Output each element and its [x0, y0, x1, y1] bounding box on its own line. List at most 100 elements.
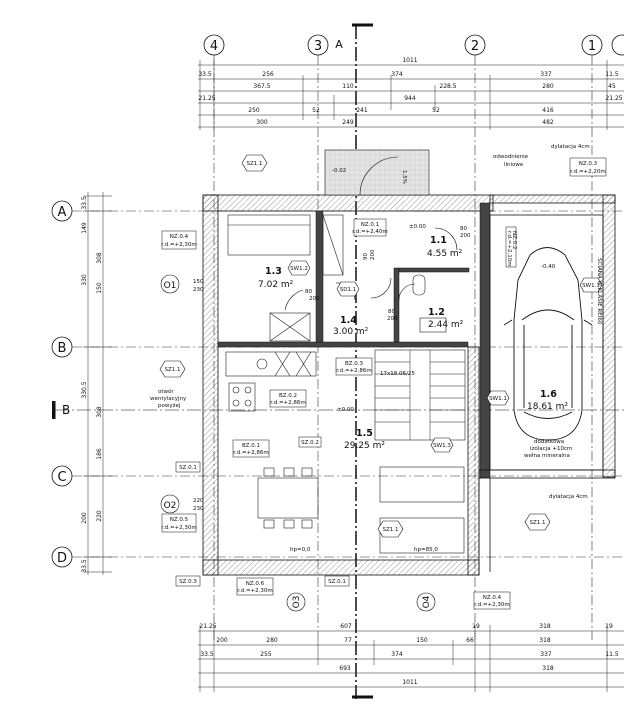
- level-living: ±0.00: [337, 407, 354, 413]
- dim-top-r2-4: 45: [608, 83, 616, 90]
- dim-top-r5-1: 249: [342, 119, 354, 126]
- sz01-label-bottom: SZ.0.1: [328, 579, 346, 585]
- room-1-4-number: 1.4: [340, 315, 357, 326]
- axis-col-4: 4: [210, 39, 218, 54]
- dim-top-r2-0: 367.5: [253, 83, 270, 90]
- room-1-2-area: 2.44 m²: [428, 320, 464, 330]
- dim-top-r3-0: 21.25: [198, 95, 215, 102]
- window-o3-label: O3: [292, 596, 302, 609]
- dim-top-r1-1: 256: [262, 71, 274, 78]
- note-dilatation-top: dylatacja 4cm: [551, 144, 590, 150]
- svg-text:SD1.1: SD1.1: [340, 287, 356, 293]
- section-line-b: B: [52, 401, 624, 419]
- window-o4-label: O4: [422, 595, 432, 608]
- dim-bot-r2-5: 318: [539, 637, 551, 644]
- svg-text:308: 308: [96, 252, 103, 264]
- dim-top-r4-3: 52: [432, 107, 440, 114]
- window-230-label-b: 230: [193, 506, 204, 512]
- exterior-walls: [202, 194, 616, 576]
- nz03-label: NZ.0.3: [579, 161, 598, 167]
- axis-row-d: D: [57, 551, 67, 566]
- svg-text:SZ1.1: SZ1.1: [382, 527, 398, 533]
- dim-top-r4-2: 241: [356, 107, 368, 114]
- furniture: [225, 214, 466, 554]
- door-200-label-b: 200: [309, 296, 320, 302]
- room-1-5-number: 1.5: [356, 428, 373, 439]
- dim-top-r3-1: 944: [404, 95, 416, 102]
- left-dims-outer: 33.5 149 330 330.5 200 33.5: [81, 196, 88, 573]
- axis-col-2: 2: [471, 39, 479, 54]
- level-stoop: -0.02: [332, 168, 346, 174]
- door-90-label: 90: [363, 253, 369, 260]
- window-150-label: 150: [193, 279, 204, 285]
- slope-note: 1,5%: [401, 170, 407, 184]
- dim-bot-r4-1: 318: [542, 665, 554, 672]
- svg-text:150: 150: [96, 282, 103, 294]
- dim-bot-r1-1: 607: [340, 623, 352, 630]
- dim-bot-r2-1: 280: [266, 637, 278, 644]
- dim-bot-r3-4: 11.5: [605, 651, 619, 658]
- note-insulation-1: dodatkowa: [534, 439, 564, 445]
- interior-walls: [217, 202, 491, 479]
- dim-bot-r3-2: 374: [391, 651, 403, 658]
- dim-bot-r3-0: 33.5: [200, 651, 214, 658]
- window-220-label: 220: [193, 498, 204, 504]
- dim-top-r4-1: 52: [312, 107, 320, 114]
- dim-top-r3-2: 21.25: [605, 95, 622, 102]
- svg-text:33.5: 33.5: [81, 196, 88, 210]
- dim-top-r2-3: 280: [542, 83, 554, 90]
- dim-bot-r3-3: 337: [540, 651, 552, 658]
- dim-bot-r2-4: 66: [466, 637, 474, 644]
- door-200-label: 200: [387, 316, 398, 322]
- level-garage: -0.40: [541, 264, 556, 270]
- dim-top-overall: 1011: [402, 57, 417, 64]
- door-80-label: 80: [388, 309, 395, 315]
- svg-text:SW1.1: SW1.1: [489, 396, 507, 402]
- left-dimension-lines: [83, 192, 112, 575]
- note-drain-2: liniowe: [504, 162, 524, 168]
- hex-tag-sw12: SW1.2: [287, 260, 311, 276]
- stair-treads: [375, 350, 465, 440]
- room-1-3-area: 7.02 m²: [258, 280, 294, 290]
- room-1-2-number: 1.2: [428, 307, 445, 318]
- sz03-label: SZ.0.3: [179, 579, 197, 585]
- svg-text:220: 220: [96, 510, 103, 522]
- nz02-sub: r.d.=+2,10m: [506, 231, 512, 267]
- lintel-boxes: [161, 157, 607, 610]
- nz04b-label: NZ.0.4: [483, 595, 502, 601]
- room-1-4-area: 3.00 m²: [333, 327, 369, 337]
- sz02-label: SZ.0.2: [301, 440, 319, 446]
- hp-0-note: hp=0,0: [290, 547, 311, 553]
- dim-top-r5-2: 482: [542, 119, 554, 126]
- dim-top-r4-4: 416: [542, 107, 554, 114]
- room-1-5-area: 29.25 m²: [344, 441, 385, 451]
- dim-bot-r4-0: 693: [339, 665, 351, 672]
- door-200-label-d: 200: [370, 249, 376, 260]
- note-insulation-2: izolacja +10cm: [530, 446, 572, 452]
- dim-bot-r1-4: 19: [605, 623, 613, 630]
- svg-text:308: 308: [96, 406, 103, 418]
- dim-top-r1-3: 337: [540, 71, 552, 78]
- dim-bot-r2-2: 77: [344, 637, 352, 644]
- axis-row-b: B: [58, 341, 67, 356]
- svg-text:SW1.1: SW1.1: [582, 283, 600, 289]
- hex-tag-sz11-left: SZ1.1: [159, 360, 186, 378]
- dim-top-r1-0: 33.5: [198, 71, 212, 78]
- hex-tag-sw13: SW1.3: [430, 437, 454, 453]
- nz02-label: NZ.0.2: [511, 231, 517, 249]
- bottom-dimension-lines: [198, 625, 624, 692]
- bz03-sub: r.d.=+2,86m: [336, 368, 372, 374]
- left-dims-inner: 150 308 308 186 220: [96, 252, 103, 522]
- svg-text:186: 186: [96, 448, 103, 460]
- nz05-label: NZ.0.5: [170, 517, 189, 523]
- nz04-label: NZ.0.4: [170, 234, 189, 240]
- dim-top-r2-1: 110: [342, 83, 354, 90]
- dim-top-r4-0: 250: [248, 107, 260, 114]
- window-o2-label: O2: [164, 501, 177, 511]
- axis-col-a: A: [335, 38, 343, 51]
- svg-text:SZ1.1: SZ1.1: [246, 161, 262, 167]
- room-1-3-number: 1.3: [265, 266, 282, 277]
- nz01-sub: r.d.=+2,40m: [352, 229, 388, 235]
- axis-row-a: A: [58, 205, 67, 220]
- dim-top-r1-2: 374: [391, 71, 403, 78]
